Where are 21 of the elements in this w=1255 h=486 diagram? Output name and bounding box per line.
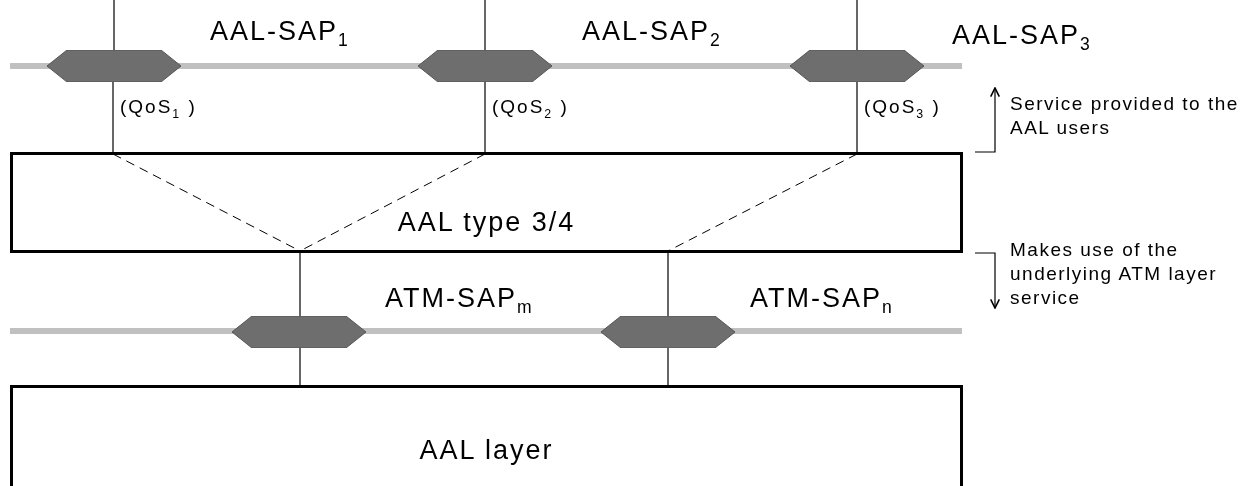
connector-line — [667, 347, 669, 386]
note-text: Makes use of the underlying ATM layer service — [1010, 238, 1219, 310]
connector-line — [299, 347, 301, 386]
note-text: Service provided to the AAL users — [1010, 92, 1240, 140]
sap-hexagon — [790, 50, 924, 82]
sap-hexagon — [601, 316, 735, 348]
connector-line — [856, 81, 858, 153]
connector-line — [112, 81, 114, 153]
sap-label: ATM-SAP$_{n}$ — [750, 283, 894, 319]
sap-label: AAL-SAP$_{1}$ — [210, 16, 350, 52]
sap-label: AAL-SAP$_{3}$ — [952, 20, 1092, 56]
sap-hexagon — [418, 50, 552, 82]
sap-hexagon — [232, 316, 366, 348]
sap-label: ATM-SAP$_{m}$ — [385, 283, 534, 319]
layer-label: AAL type 3/4 — [397, 207, 576, 238]
connector-line — [484, 81, 486, 153]
connector-line — [299, 252, 301, 317]
sap-label: AAL-SAP$_{2}$ — [582, 16, 722, 52]
sap-hexagon — [47, 50, 181, 82]
connector-line — [667, 252, 669, 317]
layer-label: AAL layer — [419, 435, 554, 466]
